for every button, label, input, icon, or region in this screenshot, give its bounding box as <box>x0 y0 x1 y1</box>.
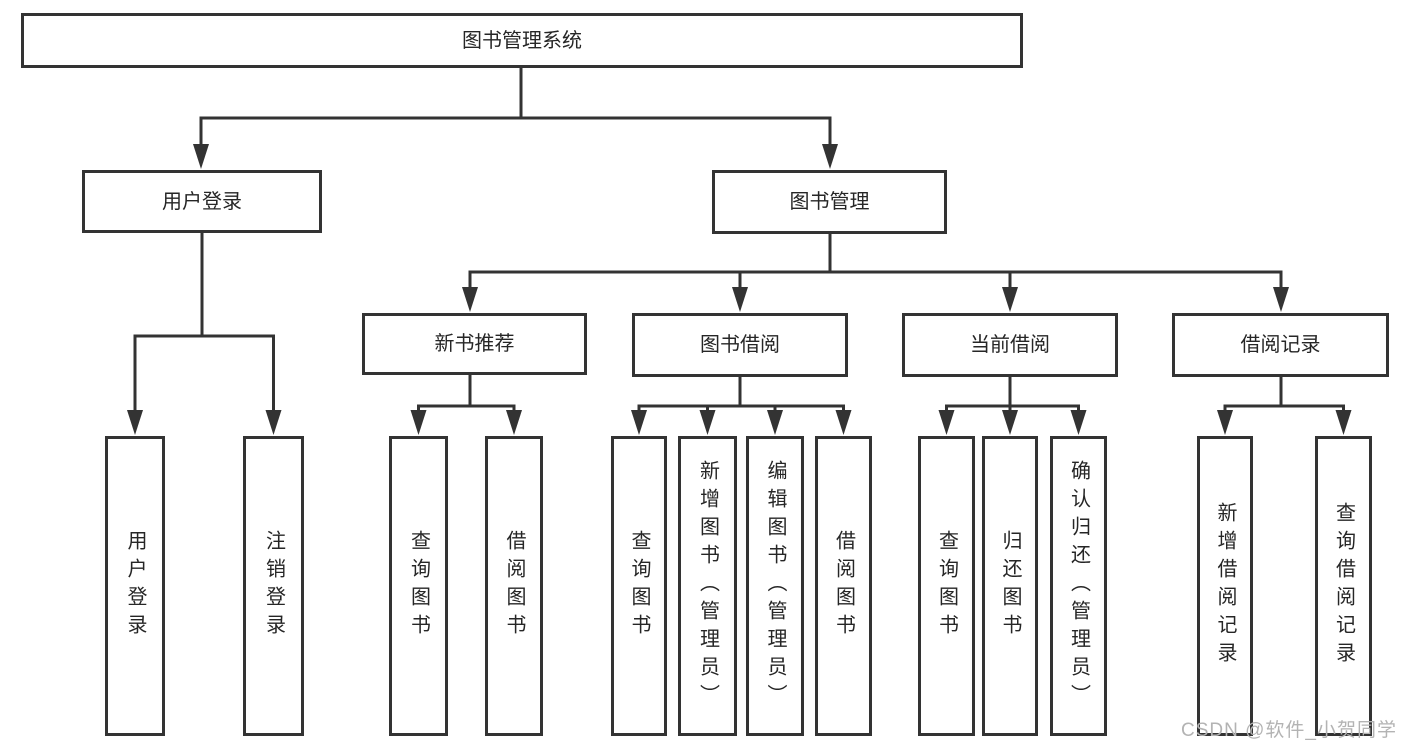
node-label: 借阅图书 <box>503 530 525 642</box>
node-label: 图书借阅 <box>700 334 780 356</box>
edge-user-login-children <box>127 233 282 435</box>
node-book-borrowing: 图书借阅 <box>632 313 848 377</box>
csdn-watermark: CSDN @软件_小贺同学 <box>1181 720 1397 741</box>
node-label: 用户登录 <box>124 530 146 642</box>
node-label: 图书管理 <box>789 191 870 213</box>
leaf-edit-book-admin: 编辑图书（管理员） <box>746 436 804 736</box>
node-label: 查询借阅记录 <box>1332 502 1355 670</box>
node-label: 图书管理系统 <box>462 29 582 52</box>
leaf-return-book: 归还图书 <box>982 436 1038 736</box>
leaf-query-borrow-record: 查询借阅记录 <box>1315 436 1372 736</box>
leaf-confirm-return-admin: 确认归还（管理员） <box>1050 436 1107 736</box>
node-label: 新书推荐 <box>434 333 515 355</box>
node-label: 查询图书 <box>407 530 430 642</box>
node-label: 借阅图书 <box>832 530 855 642</box>
node-label: 用户登录 <box>162 190 242 213</box>
node-label: 借阅记录 <box>1240 334 1321 356</box>
leaf-query-books-3: 查询图书 <box>918 436 975 736</box>
node-label: 新增借阅记录 <box>1214 502 1236 670</box>
node-label: 注销登录 <box>262 530 285 642</box>
leaf-borrow-books-1: 借阅图书 <box>485 436 543 736</box>
node-label: 当前借阅 <box>970 334 1050 356</box>
edge-borrow-record-children <box>1217 377 1352 435</box>
edge-current-borrow-children <box>938 377 1087 435</box>
leaf-add-borrow-record: 新增借阅记录 <box>1197 436 1253 736</box>
leaf-borrow-books-2: 借阅图书 <box>815 436 872 736</box>
node-label: 查询图书 <box>628 530 650 642</box>
leaf-query-books-1: 查询图书 <box>389 436 448 736</box>
node-new-book-recommend: 新书推荐 <box>362 313 587 375</box>
leaf-user-login: 用户登录 <box>105 436 165 736</box>
node-borrowing-records: 借阅记录 <box>1172 313 1389 377</box>
leaf-query-books-2: 查询图书 <box>611 436 667 736</box>
node-current-borrowing: 当前借阅 <box>902 313 1118 377</box>
node-label: 编辑图书（管理员） <box>764 460 786 712</box>
edge-book-mgmt-children <box>462 234 1289 312</box>
node-label: 新增图书（管理员） <box>696 460 719 712</box>
edge-new-book-children <box>410 375 522 435</box>
node-library-system: 图书管理系统 <box>21 13 1023 68</box>
node-label: 确认归还（管理员） <box>1067 460 1090 712</box>
leaf-add-book-admin: 新增图书（管理员） <box>678 436 737 736</box>
node-label: 归还图书 <box>999 530 1021 642</box>
node-user-login: 用户登录 <box>82 170 322 233</box>
edge-root-to-level2 <box>193 68 838 169</box>
leaf-logout: 注销登录 <box>243 436 304 736</box>
node-label: 查询图书 <box>935 530 958 642</box>
node-book-management: 图书管理 <box>712 170 947 234</box>
edge-book-borrow-children <box>631 377 852 435</box>
